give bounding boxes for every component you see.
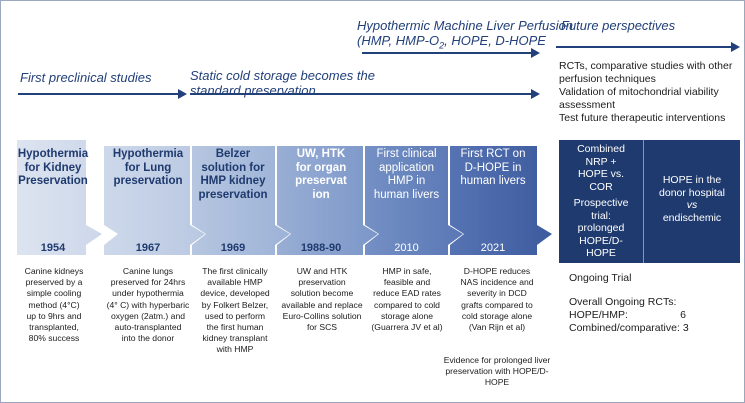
overall-row-hope-hmp: HOPE/HMP:6 xyxy=(569,309,686,321)
milestone-2021: First RCT on D-HOPE in human livers 2021 xyxy=(452,148,534,255)
milestone-title-line: Belzer xyxy=(215,148,251,160)
milestone-title-line: ion xyxy=(312,188,330,201)
future-list-line: Validation of mitochondrial viability xyxy=(559,86,719,98)
future-list-line: Test future therapeutic interventions xyxy=(559,112,726,124)
milestone-title-line: Preservation xyxy=(18,175,88,187)
milestone-1988-90: UW, HTK for organ preservat ion 1988-90 xyxy=(281,148,361,255)
future-box-divider xyxy=(643,140,644,263)
heading-hmp-line1: Hypothermic Machine Liver Perfusion xyxy=(357,18,574,33)
milestone-title-line: Hypothermia xyxy=(17,148,89,160)
milestone-year: 1954 xyxy=(40,242,66,254)
heading-hmp: Hypothermic Machine Liver Perfusion (HMP… xyxy=(357,18,573,54)
milestone-title-line: preservation xyxy=(113,175,183,187)
milestone-title-line: human livers xyxy=(460,175,526,187)
milestone-title-line: human livers xyxy=(373,188,440,201)
milestone-year: 1988-90 xyxy=(300,242,342,254)
future-list-line: assessment xyxy=(559,99,616,111)
milestone-title-line: application xyxy=(379,161,434,174)
chevron-1969 xyxy=(192,146,290,255)
milestone-title-line: preservation xyxy=(198,188,268,201)
milestone-1954: Hypothermia for Kidney Preservation 1954 xyxy=(17,148,89,255)
heading-hmp-line2: (HMP, HMP-O2, HOPE, D-HOPE xyxy=(357,33,546,51)
milestone-title-line: for organ xyxy=(295,161,347,174)
heading-first-preclinical: First preclinical studies xyxy=(20,70,152,85)
milestone-title-line: for Kidney xyxy=(24,161,82,174)
milestone-title-line: First clinical xyxy=(376,148,437,160)
heading-future-perspectives: Future perspectives xyxy=(561,18,676,33)
milestone-title-line: UW, HTK xyxy=(296,148,346,160)
chevron-1954 xyxy=(17,140,102,255)
future-list: RCTs, comparative studies with other per… xyxy=(559,60,745,125)
arrow-first-preclinical xyxy=(18,89,187,99)
milestone-title-line: for Lung xyxy=(124,161,172,174)
milestone-year: 1967 xyxy=(135,242,161,254)
chevron-1967 xyxy=(104,146,205,255)
milestone-year: 1969 xyxy=(220,242,246,254)
chevron-1988-90 xyxy=(277,146,378,255)
milestone-title-line: preservat xyxy=(295,175,347,187)
overall-ongoing-rcts: Overall Ongoing RCTs: HOPE/HMP:6 Combine… xyxy=(569,296,739,335)
ongoing-trial-label: Ongoing Trial xyxy=(569,272,632,284)
milestone-title-line: HMP kidney xyxy=(200,175,266,187)
milestone-title-line: First RCT on xyxy=(460,148,526,160)
milestone-title-line: solution for xyxy=(201,161,265,174)
chevron-2021 xyxy=(450,146,552,255)
future-list-line: RCTs, comparative studies with other xyxy=(559,60,733,72)
chevron-2010 xyxy=(365,146,463,255)
milestone-title-line: HMP in xyxy=(387,175,426,187)
milestone-title-line: Hypothermia xyxy=(112,148,184,160)
overall-title: Overall Ongoing RCTs: xyxy=(569,296,677,308)
arrow-static-cold-storage xyxy=(190,89,540,99)
milestone-year: 2010 xyxy=(394,242,419,254)
future-box-combined-nrp: Combined NRP + HOPE vs. COR Prospective … xyxy=(559,140,643,263)
arrow-future xyxy=(556,42,740,52)
milestone-2010: First clinical application HMP in human … xyxy=(367,148,446,255)
milestone-1969: Belzer solution for HMP kidney preservat… xyxy=(194,148,272,255)
arrow-hmp xyxy=(362,48,540,58)
heading-static-line1: Static cold storage becomes the xyxy=(190,68,375,83)
milestone-year: 2021 xyxy=(480,242,506,254)
milestone-title-line: D-HOPE in xyxy=(464,161,522,174)
milestone-1967: Hypothermia for Lung preservation 1967 xyxy=(108,148,188,255)
future-box-hope-donor: HOPE in the donor hospital vs endischemi… xyxy=(644,140,740,263)
overall-row-combined: Combined/comparative: 3 xyxy=(569,322,689,334)
future-list-line: perfusion techniques xyxy=(559,73,656,85)
